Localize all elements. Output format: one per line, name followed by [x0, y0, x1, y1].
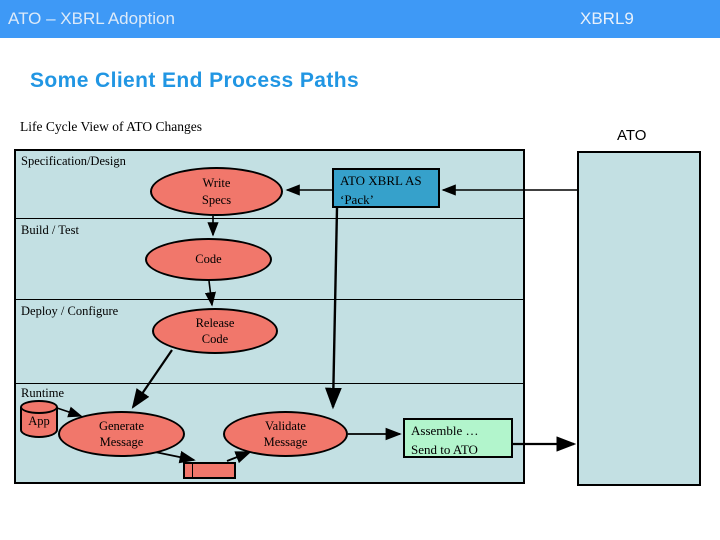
section-divider	[16, 383, 523, 384]
process-write-specs: Write Specs	[150, 167, 283, 216]
assemble-send-box: Assemble … Send to ATO	[403, 418, 513, 458]
section-divider	[16, 218, 523, 219]
ato-panel	[577, 151, 701, 486]
app-label: App	[28, 414, 50, 428]
ato-xbrl-pack-box: ATO XBRL AS ‘Pack’	[332, 168, 440, 208]
message-store-strip	[185, 464, 193, 477]
ato-panel-label: ATO	[617, 127, 647, 144]
section-label-deploy-configure: Deploy / Configure	[21, 304, 119, 318]
header-right-title: XBRL9	[580, 9, 634, 28]
process-validate-message: Validate Message	[223, 411, 348, 457]
section-divider	[16, 299, 523, 300]
page-title: Some Client End Process Paths	[30, 69, 360, 92]
process-generate-message: Generate Message	[58, 411, 185, 457]
process-code: Code	[145, 238, 272, 281]
cylinder-top	[20, 400, 58, 414]
section-label-runtime: Runtime	[21, 386, 65, 400]
header-bar: ATO – XBRL Adoption XBRL9	[0, 0, 720, 38]
section-label-build-test: Build / Test	[21, 223, 79, 237]
message-store-shape	[183, 462, 236, 479]
process-release-code: Release Code	[152, 308, 278, 354]
app-database-cylinder: App	[20, 400, 58, 438]
subtitle: Life Cycle View of ATO Changes	[20, 119, 203, 134]
header-left-title: ATO – XBRL Adoption	[8, 9, 175, 28]
section-label-specification-design: Specification/Design	[21, 154, 126, 168]
